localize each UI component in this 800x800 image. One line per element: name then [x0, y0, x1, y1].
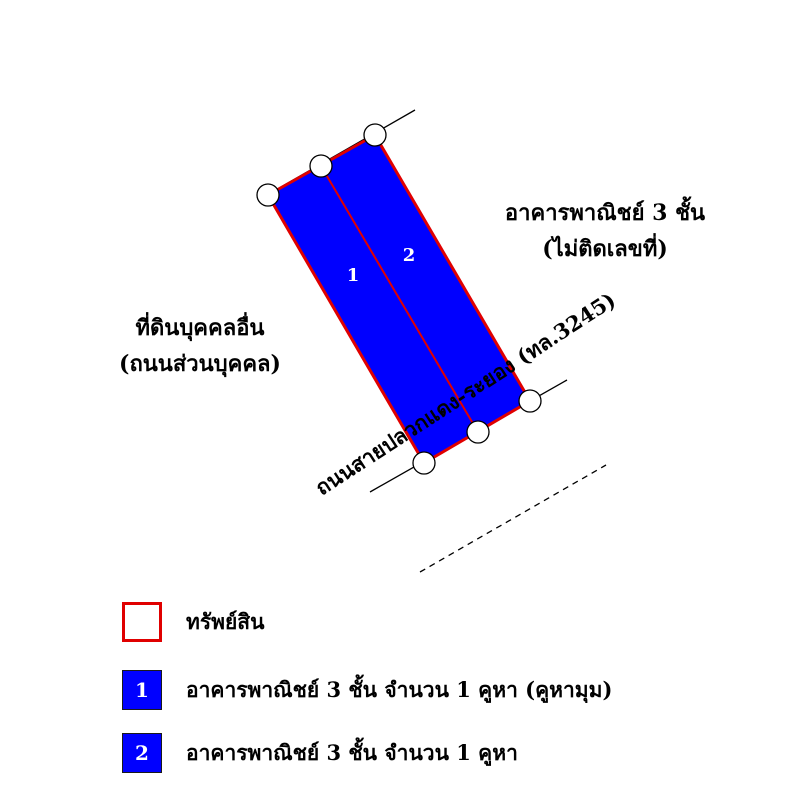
legend-item-unit-2: 2 อาคารพาณิชย์ 3 ชั้น จำนวน 1 คูหา	[122, 732, 518, 774]
road-centre-dashed-line	[419, 464, 607, 573]
legend-item-unit-1: 1 อาคารพาณิชย์ 3 ชั้น จำนวน 1 คูหา (คูหา…	[122, 669, 612, 711]
legend-unit-1-swatch: 1	[122, 670, 162, 710]
adjacent-land-label: ที่ดินบุคคลอื่น (ถนนส่วนบุคคล)	[95, 310, 305, 382]
corner-marker	[256, 183, 280, 207]
adjacent-land-line1: ที่ดินบุคคลอื่น	[135, 315, 265, 341]
legend-unit-2-text: อาคารพาณิชย์ 3 ชั้น จำนวน 1 คูหา	[186, 739, 518, 765]
corner-marker	[309, 154, 333, 178]
unit-divider-line	[320, 165, 479, 433]
adjacent-land-line2: (ถนนส่วนบุคคล)	[119, 351, 281, 377]
corner-marker	[466, 420, 490, 444]
legend-property-text: ทรัพย์สิน	[186, 608, 265, 634]
legend-unit-2-swatch: 2	[122, 733, 162, 773]
adjacent-building-line2: (ไม่ติดเลขที่)	[542, 236, 668, 262]
adjacent-building-line1: อาคารพาณิชย์ 3 ชั้น	[504, 200, 706, 226]
legend-property-swatch	[122, 602, 162, 642]
adjacent-building-label: อาคารพาณิชย์ 3 ชั้น (ไม่ติดเลขที่)	[470, 195, 740, 267]
unit-2-label: 2	[403, 245, 416, 266]
legend-unit-1-text: อาคารพาณิชย์ 3 ชั้น จำนวน 1 คูหา (คูหามุ…	[186, 676, 613, 702]
unit-1-label: 1	[347, 265, 360, 286]
building-unit-1	[268, 166, 478, 463]
legend-item-property: ทรัพย์สิน	[122, 601, 264, 643]
corner-marker	[363, 123, 387, 147]
building-unit-2	[321, 135, 530, 432]
corner-marker	[518, 389, 542, 413]
corner-marker	[412, 451, 436, 475]
